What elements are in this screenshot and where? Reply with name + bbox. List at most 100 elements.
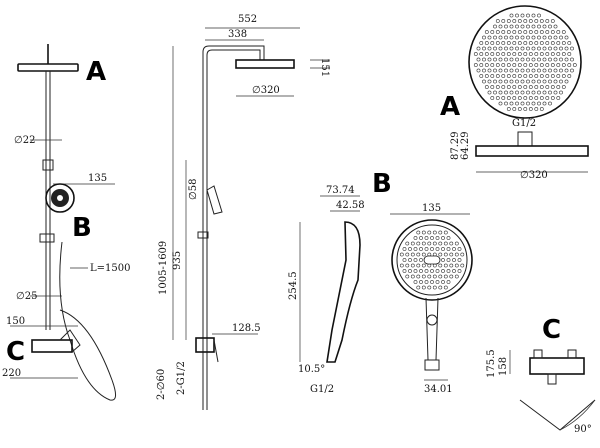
nozzle-dot <box>531 90 536 95</box>
nozzle-dot <box>506 41 511 45</box>
nozzle-dot <box>550 19 555 23</box>
nozzle-dot <box>441 280 445 284</box>
nozzle-dot <box>534 85 539 89</box>
nozzle-dot <box>539 96 544 100</box>
dim-mixer-projection: 128.5 <box>232 323 261 334</box>
nozzle-dot <box>484 74 489 78</box>
dim-hand-length: 254.5 <box>288 271 299 300</box>
dim-head-diameter: ∅320 <box>252 85 280 96</box>
nozzle-dot <box>539 74 544 78</box>
nozzle-dot <box>501 41 506 45</box>
nozzle-dot <box>534 41 539 45</box>
nozzle-dot <box>490 85 495 89</box>
shower-head-a-detail: A G1/2 ∅320 87.29 64.29 <box>440 5 589 181</box>
nozzle-dot <box>446 247 451 251</box>
nozzle-dot <box>482 46 486 51</box>
label-b-left: B <box>72 213 92 243</box>
nozzle-dot <box>520 13 525 18</box>
nozzle-dot <box>495 19 500 23</box>
nozzle-dot <box>542 90 547 95</box>
nozzle-dot <box>427 241 432 246</box>
dim-hand-thread: G1/2 <box>310 384 334 395</box>
nozzle-dot <box>454 263 459 268</box>
nozzle-dot <box>405 241 410 246</box>
nozzle-dot <box>504 35 508 40</box>
nozzle-dot <box>564 35 569 40</box>
nozzle-dot <box>523 74 528 78</box>
nozzle-dot <box>556 96 561 100</box>
nozzle-dot <box>399 263 404 268</box>
nozzle-dot <box>493 79 497 84</box>
nozzle-dot <box>526 68 530 73</box>
nozzle-dot <box>430 269 434 273</box>
nozzle-dot <box>410 252 415 257</box>
nozzle-dot <box>537 101 541 106</box>
nozzle-dot <box>528 30 533 34</box>
dim-head-a-height-1: 87.29 <box>450 131 461 160</box>
nozzle-dot <box>506 63 511 67</box>
nozzle-dot <box>446 258 451 262</box>
nozzle-dot <box>493 68 497 73</box>
dim-hand-depth: 42.58 <box>336 200 365 211</box>
nozzle-dot <box>542 68 547 73</box>
nozzle-dot <box>498 68 503 73</box>
dim-mixer-height: 175.5 <box>486 349 497 378</box>
nozzle-dot <box>495 30 500 34</box>
nozzle-dot <box>509 24 514 29</box>
nozzle-dot <box>531 35 536 40</box>
left-shower-view: ∅22 135 L=1500 ∅25 150 220 A B C <box>2 44 130 401</box>
nozzle-dot <box>561 63 566 67</box>
nozzle-dot <box>520 57 525 62</box>
hand-shower-b-detail: B 73.74 42.58 254.5 10.5° G1/2 135 34.01 <box>288 169 473 395</box>
nozzle-dot <box>479 74 484 78</box>
nozzle-dot <box>559 35 563 40</box>
nozzle-dot <box>506 85 511 89</box>
nozzle-dot <box>534 74 539 78</box>
nozzle-dot <box>512 107 517 111</box>
nozzle-dot <box>515 24 519 29</box>
nozzle-dot <box>419 236 423 240</box>
nozzle-dot <box>416 252 421 257</box>
nozzle-dot <box>537 24 541 29</box>
nozzle-dot <box>512 85 517 89</box>
nozzle-dot <box>402 269 407 273</box>
label-c-left: C <box>6 337 25 367</box>
nozzle-dot <box>537 13 541 18</box>
nozzle-dot <box>490 63 495 67</box>
nozzle-dot <box>523 52 528 56</box>
nozzle-dot <box>493 57 497 62</box>
nozzle-dot <box>498 90 503 95</box>
nozzle-dot <box>487 35 492 40</box>
nozzle-dot <box>537 35 541 40</box>
nozzle-dot <box>402 247 407 251</box>
nozzle-dot <box>548 57 552 62</box>
nozzle-dot <box>438 252 443 257</box>
nozzle-dot <box>512 63 517 67</box>
nozzle-dot <box>531 101 536 106</box>
nozzle-dot <box>542 35 547 40</box>
nozzle-dot <box>534 63 539 67</box>
dim-hand-angle: 10.5° <box>298 364 325 375</box>
nozzle-dot <box>517 96 522 100</box>
nozzle-dot <box>553 68 558 73</box>
nozzle-dot <box>542 57 547 62</box>
nozzle-dot <box>531 24 536 29</box>
nozzle-dot <box>482 57 486 62</box>
nozzle-dot <box>515 46 519 51</box>
nozzle-dot <box>564 46 569 51</box>
nozzle-dot <box>408 247 412 251</box>
nozzle-dot <box>482 68 486 73</box>
nozzle-dot <box>506 19 511 23</box>
label-a-right: A <box>440 92 460 122</box>
nozzle-dot <box>534 52 539 56</box>
nozzle-dot <box>410 241 415 246</box>
nozzle-dot <box>548 68 552 73</box>
nozzle-dot <box>446 236 451 240</box>
nozzle-dot <box>495 85 500 89</box>
nozzle-dot <box>537 57 541 62</box>
dim-total-width: 552 <box>238 14 257 25</box>
nozzle-dot <box>556 52 561 56</box>
nozzle-dot <box>435 269 440 273</box>
